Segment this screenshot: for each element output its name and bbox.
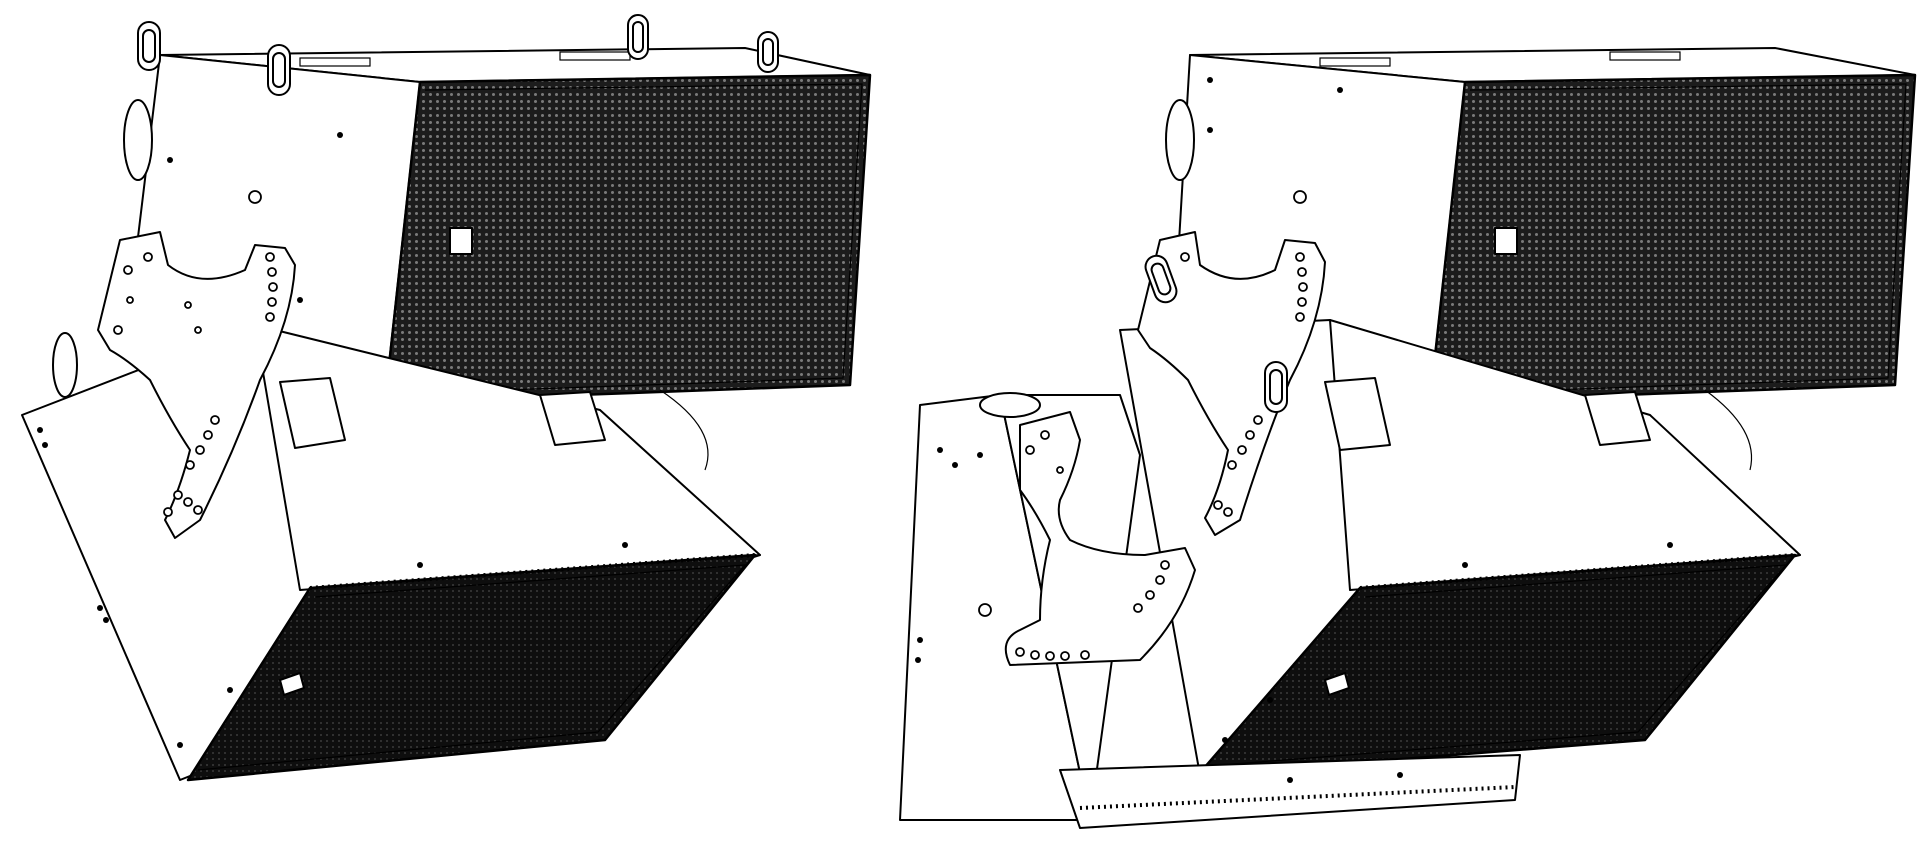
logo-badge-icon	[279, 672, 305, 696]
logo-badge-icon	[1494, 227, 1518, 255]
left-assembly	[21, 14, 872, 782]
rigging-shackle-icon	[1144, 254, 1288, 413]
rigging-plate-icon	[1004, 411, 1196, 666]
left-bottom-grille	[186, 553, 757, 782]
handle-icon	[279, 377, 606, 449]
rigging-plate-icon	[97, 231, 296, 539]
right-top-grille	[1428, 73, 1917, 404]
logo-badge-icon	[449, 227, 473, 255]
left-top-grille	[383, 73, 872, 404]
left-top-cabinet	[123, 47, 872, 404]
logo-badge-icon	[1324, 672, 1350, 696]
right-top-cabinet	[1165, 47, 1917, 404]
rigging-shackle-icon	[137, 14, 779, 96]
right-middle-grille	[1196, 553, 1797, 777]
handle-icon	[1324, 377, 1651, 451]
right-assembly	[899, 47, 1917, 829]
right-middle-cabinet	[1119, 319, 1801, 777]
